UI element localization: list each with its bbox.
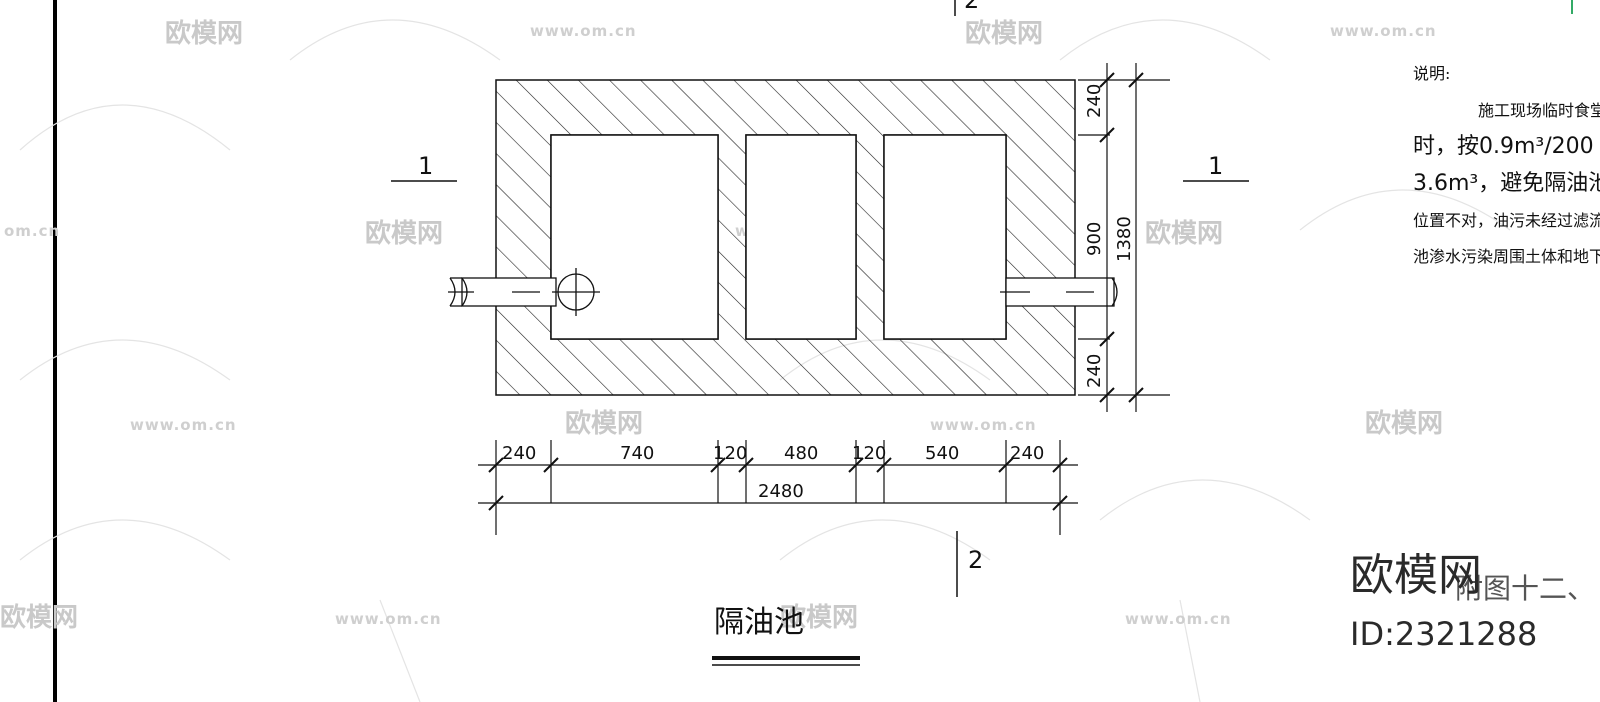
watermark-logo-6: 欧模网 xyxy=(1365,408,1443,439)
dim-horizontal-total-2480: 2480 xyxy=(758,481,804,502)
section-1-right-label: 1 xyxy=(1208,152,1223,180)
dim-vertical-900: 900 xyxy=(1084,222,1105,256)
dim-vertical-240-bottom: 240 xyxy=(1084,354,1105,388)
chamber-3 xyxy=(883,134,1007,340)
watermark-url-2: www.om.cn xyxy=(1330,22,1437,40)
watermark-logo-8: 欧模网 xyxy=(780,602,858,633)
watermark-url-3: om.cn xyxy=(4,222,60,240)
appendix-label-fragment: 附图十二、 xyxy=(1455,572,1595,605)
section-2-top-label: 2 xyxy=(964,0,979,14)
watermark-url-7: www.om.cn xyxy=(335,610,442,628)
horizontal-dimensions xyxy=(478,440,1078,535)
dim-horizontal-240-right: 240 xyxy=(1010,443,1044,464)
watermark-logo-7: 欧模网 xyxy=(0,602,78,633)
watermark-url-5: www.om.cn xyxy=(130,416,237,434)
outlet-pipe xyxy=(1000,277,1118,307)
dim-horizontal-240-left: 240 xyxy=(502,443,536,464)
watermark-layer: 欧模网 欧模网 欧模网 欧模网 欧模网 欧模网 欧模网 欧模网 www.om.c… xyxy=(0,18,1511,702)
dim-horizontal-540: 540 xyxy=(925,443,959,464)
chamber-2 xyxy=(745,134,857,340)
watermark-logo-1: 欧模网 xyxy=(165,18,243,49)
watermark-url-1: www.om.cn xyxy=(530,22,637,40)
dim-vertical-total-1380: 1380 xyxy=(1114,216,1135,262)
watermark-logo-4: 欧模网 xyxy=(1145,218,1223,249)
watermark-logo-5: 欧模网 xyxy=(565,408,643,439)
section-2-bottom-label: 2 xyxy=(968,546,983,574)
watermark-logo-3: 欧模网 xyxy=(365,218,443,249)
watermark-url-6: www.om.cn xyxy=(930,416,1037,434)
section-1-left-label: 1 xyxy=(418,152,433,180)
dim-vertical-240-top: 240 xyxy=(1084,84,1105,118)
drawing-title: 隔油池 xyxy=(714,605,804,640)
dim-horizontal-740: 740 xyxy=(620,443,654,464)
notes-line-4: 位置不对，油污未经过滤流 xyxy=(1413,211,1600,230)
dim-horizontal-120-b: 120 xyxy=(852,443,886,464)
watermark-logo-2: 欧模网 xyxy=(965,18,1043,49)
brand-id: ID:2321288 xyxy=(1350,615,1537,653)
notes-line-3: 3.6m³，避免隔油池太 xyxy=(1413,171,1600,196)
notes-line-1: 施工现场临时食堂 xyxy=(1478,101,1600,120)
notes-line-5: 池渗水污染周围土体和地下 xyxy=(1413,247,1600,266)
brand-name: 欧模网 xyxy=(1350,550,1482,601)
notes-heading: 说明: xyxy=(1413,64,1450,83)
watermark-url-8: www.om.cn xyxy=(1125,610,1232,628)
dim-horizontal-480: 480 xyxy=(784,443,818,464)
dim-horizontal-120-a: 120 xyxy=(713,443,747,464)
vertical-dimensions xyxy=(1078,63,1170,412)
notes-line-2: 时，按0.9m³/200 xyxy=(1413,134,1594,159)
inlet-pipe xyxy=(448,268,600,316)
